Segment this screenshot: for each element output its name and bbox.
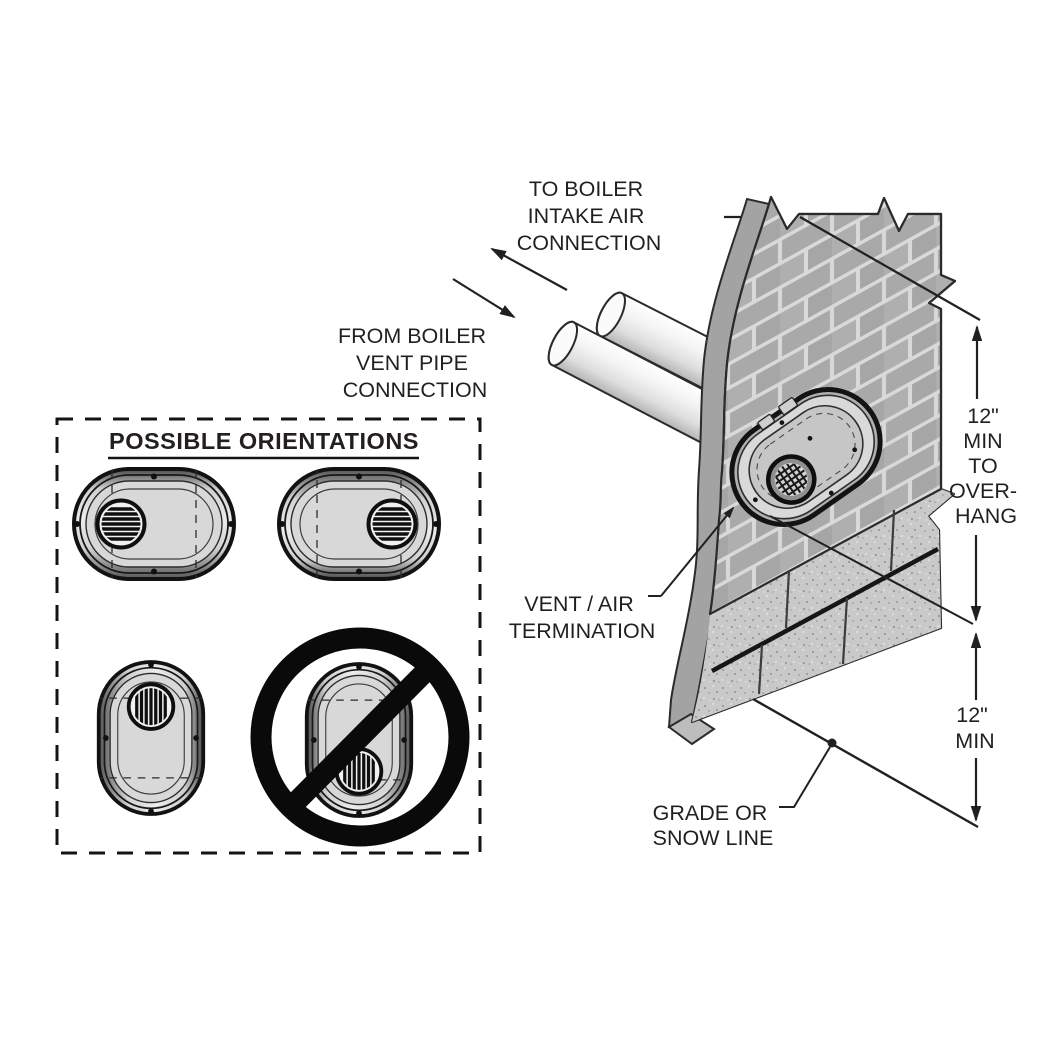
vent-orientation-horizontal-left-icon bbox=[74, 469, 234, 579]
vent-orientation-horizontal-right-icon bbox=[279, 469, 439, 579]
grade-point-dot bbox=[827, 738, 837, 748]
grade-leader-line bbox=[779, 746, 831, 808]
grade-dimension: 12" MIN bbox=[955, 632, 995, 822]
vent-pipe bbox=[547, 320, 744, 454]
possible-orientations-panel: POSSIBLE ORIENTATIONS bbox=[55, 417, 482, 855]
block-joints bbox=[710, 509, 940, 695]
vent-air-termination-device bbox=[729, 387, 883, 527]
grade-diagonal-line bbox=[752, 697, 979, 829]
pipe-end-opening bbox=[547, 320, 579, 367]
from-boiler-arrow bbox=[452, 278, 516, 319]
termination-level-line bbox=[769, 515, 974, 625]
termination-callout: VENT / AIR TERMINATION bbox=[509, 506, 735, 643]
vent-orientation-vertical-top-icon bbox=[99, 662, 204, 814]
termination-grille-mesh bbox=[771, 459, 812, 500]
panel-dashed-border bbox=[55, 417, 482, 855]
grade-dimension-label: 12" MIN bbox=[955, 703, 994, 753]
panel-title: POSSIBLE ORIENTATIONS bbox=[109, 428, 419, 454]
termination-leader-line bbox=[660, 506, 735, 597]
prohibition-circle-icon bbox=[250, 627, 470, 847]
overhang-diagonal-line bbox=[799, 216, 981, 321]
to-boiler-label: TO BOILER INTAKE AIR CONNECTION bbox=[517, 177, 662, 255]
grade-snow-line: GRADE OR SNOW LINE bbox=[653, 697, 979, 850]
mounting-tab bbox=[757, 413, 776, 431]
wall-bottom-edge bbox=[667, 712, 716, 746]
to-boiler-arrow bbox=[490, 248, 568, 291]
overhang-dimension-label: 12" MIN TO OVER- HANG bbox=[949, 404, 1023, 528]
prohibited-orientation bbox=[250, 627, 470, 847]
prohibition-slash-icon bbox=[284, 661, 436, 814]
from-boiler-label: FROM BOILER VENT PIPE CONNECTION bbox=[338, 324, 492, 402]
foundation-speckle bbox=[692, 489, 954, 722]
overhang-dimension: 12" MIN TO OVER- HANG bbox=[799, 216, 1023, 622]
mounting-tab bbox=[778, 397, 798, 416]
grade-label: GRADE OR SNOW LINE bbox=[653, 801, 774, 850]
termination-label: VENT / AIR TERMINATION bbox=[509, 592, 656, 643]
